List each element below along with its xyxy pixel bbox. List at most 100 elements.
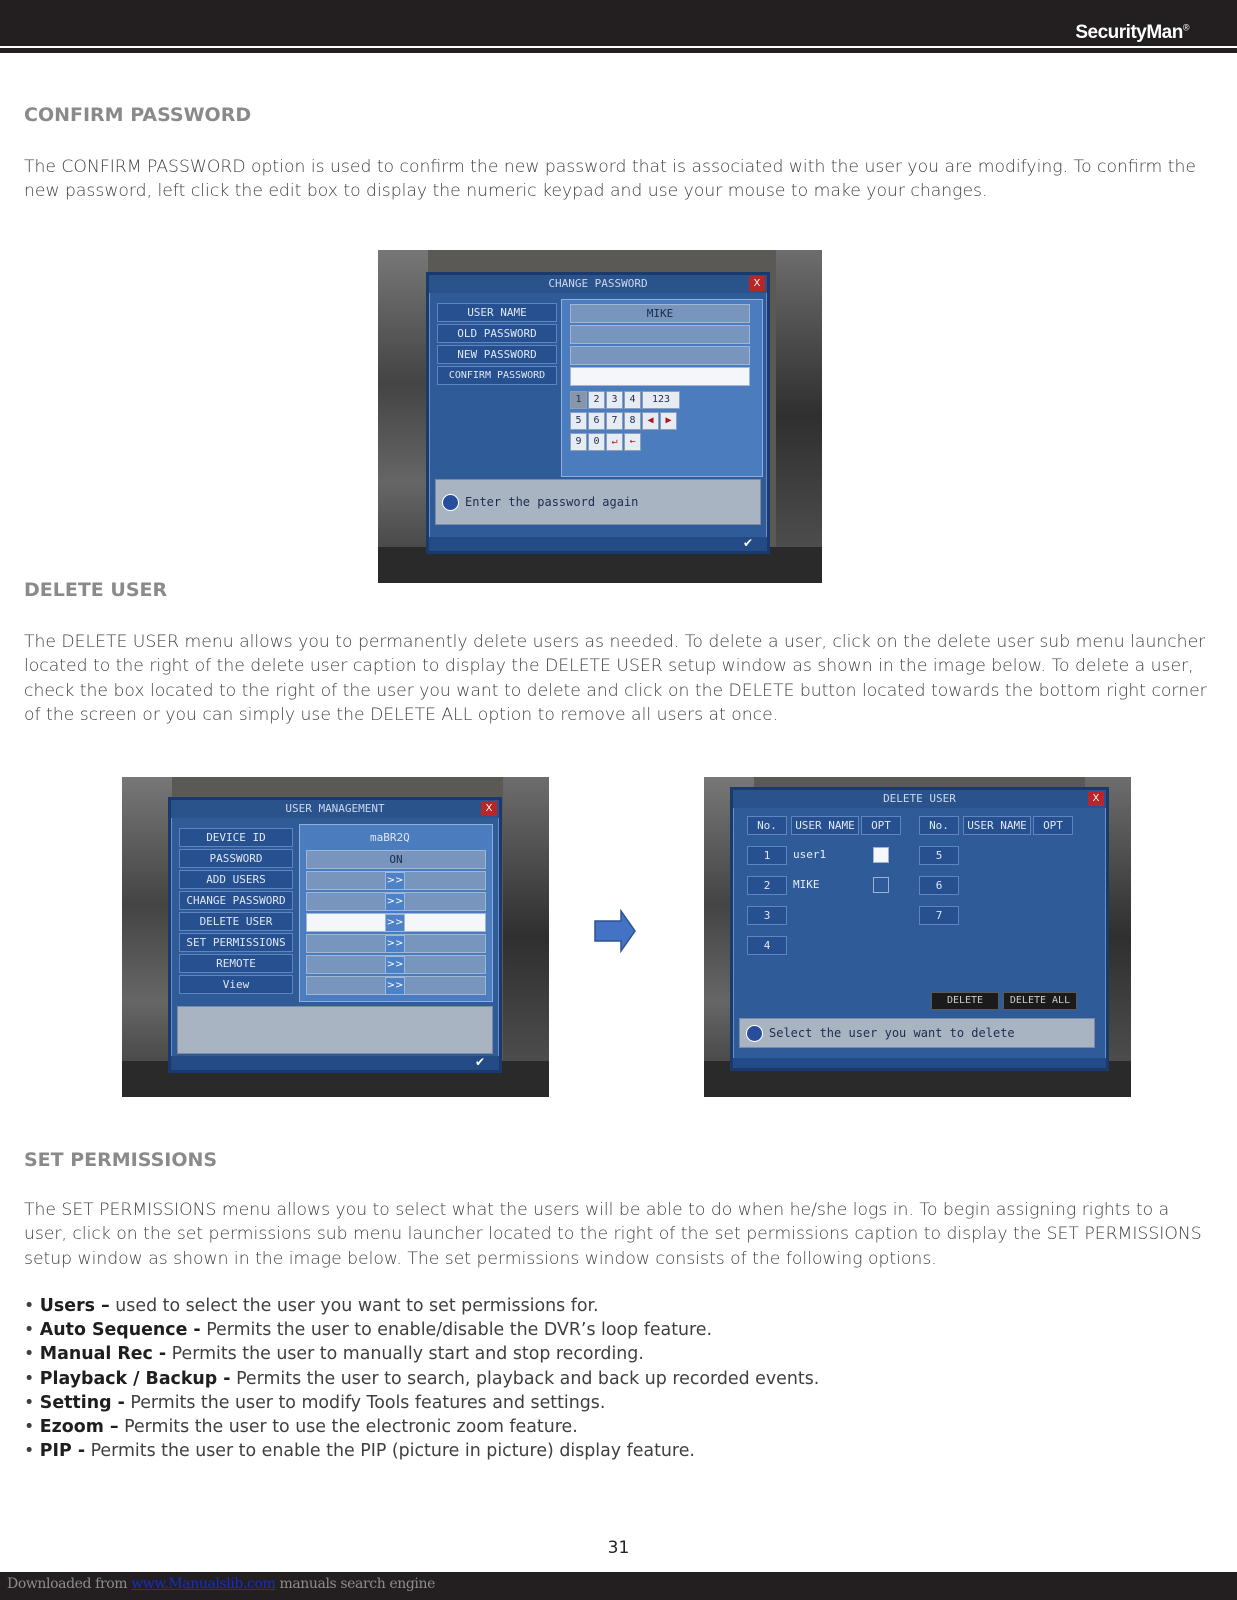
- permissions-list: • Users – used to select the user you wa…: [24, 1294, 819, 1463]
- column-header: No.: [747, 816, 787, 835]
- backspace-icon[interactable]: ←: [624, 433, 641, 451]
- change-password-row: >>: [306, 892, 486, 911]
- window-footer: [733, 1058, 1106, 1068]
- header-bar: SecurityMan®: [0, 0, 1237, 46]
- change-password-label: CHANGE PASSWORD: [179, 891, 293, 910]
- row-number: 2: [747, 876, 787, 895]
- new-password-field[interactable]: [570, 346, 750, 365]
- list-item: • Ezoom – Permits the user to use the el…: [24, 1417, 578, 1438]
- close-icon[interactable]: X: [749, 276, 765, 291]
- keypad-key[interactable]: 8: [624, 412, 641, 430]
- list-item: • Auto Sequence - Permits the user to en…: [24, 1320, 713, 1341]
- cursor-right-icon[interactable]: ▶: [660, 412, 677, 430]
- column-header: OPT: [1033, 816, 1073, 835]
- arrow-right-icon: [594, 909, 636, 953]
- add-users-row: >>: [306, 871, 486, 890]
- delete-all-button[interactable]: DELETE ALL: [1003, 992, 1077, 1010]
- window-title: USER MANAGEMENT: [171, 800, 499, 818]
- list-item: • Setting - Permits the user to modify T…: [24, 1392, 606, 1413]
- remote-row: >>: [306, 955, 486, 974]
- list-item: • PIP - Permits the user to enable the P…: [24, 1441, 695, 1462]
- delete-user-window: DELETE USER X No. USER NAME OPT No. USER…: [730, 787, 1109, 1071]
- confirm-password-field[interactable]: [570, 367, 750, 386]
- confirm-password-label: CONFIRM PASSWORD: [437, 366, 557, 385]
- confirm-check-icon[interactable]: ✔: [474, 1055, 485, 1069]
- keypad-key[interactable]: 5: [570, 412, 587, 430]
- user-management-screenshot: USER MANAGEMENT X DEVICE ID PASSWORD ADD…: [122, 777, 549, 1097]
- keypad-key[interactable]: 4: [624, 391, 641, 409]
- user-name-select[interactable]: MIKE: [570, 304, 750, 323]
- status-bar: Select the user you want to delete: [739, 1018, 1095, 1048]
- view-label: View: [179, 975, 293, 994]
- keypad-key[interactable]: 7: [606, 412, 623, 430]
- window-title: DELETE USER: [733, 790, 1106, 808]
- change-password-launcher[interactable]: >>: [385, 893, 405, 911]
- view-row: >>: [306, 976, 486, 995]
- brand-logo: SecurityMan®: [1075, 22, 1189, 43]
- change-password-window: CHANGE PASSWORD X USER NAME OLD PASSWORD…: [426, 272, 770, 554]
- add-users-launcher[interactable]: >>: [385, 872, 405, 890]
- status-bar: [177, 1006, 493, 1054]
- delete-user-label: DELETE USER: [179, 912, 293, 931]
- field-panel: MIKE 1 2 3 4 123 5 6 7 8 ◀ ▶ 9 0 ↵ ←: [561, 299, 763, 477]
- row-number: 5: [919, 846, 959, 865]
- keypad-key[interactable]: 3: [606, 391, 623, 409]
- footer-credit: Downloaded from www.Manualslib.com manua…: [7, 1576, 436, 1592]
- device-id-label: DEVICE ID: [179, 828, 293, 847]
- keypad-key[interactable]: 1: [570, 391, 587, 409]
- status-bar: Enter the password again: [435, 479, 761, 525]
- close-icon[interactable]: X: [481, 801, 497, 816]
- info-icon: [442, 494, 459, 511]
- old-password-field[interactable]: [570, 325, 750, 344]
- keypad-key[interactable]: 6: [588, 412, 605, 430]
- window-footer: ✔: [171, 1055, 499, 1070]
- section-body-confirm-password: The CONFIRM PASSWORD option is used to c…: [24, 157, 1196, 202]
- section-heading-set-permissions: SET PERMISSIONS: [24, 1149, 218, 1171]
- set-permissions-row: >>: [306, 934, 486, 953]
- user-name-cell: MIKE: [793, 878, 820, 891]
- remote-label: REMOTE: [179, 954, 293, 973]
- user-name-cell: user1: [793, 848, 827, 861]
- column-header: USER NAME: [791, 816, 859, 835]
- user-management-window: USER MANAGEMENT X DEVICE ID PASSWORD ADD…: [168, 797, 502, 1073]
- section-body-delete-user: The DELETE USER menu allows you to perma…: [24, 632, 1207, 725]
- new-password-label: NEW PASSWORD: [437, 345, 557, 364]
- confirm-check-icon[interactable]: ✔: [742, 536, 753, 550]
- delete-user-launcher[interactable]: >>: [385, 914, 405, 932]
- section-heading-confirm-password: CONFIRM PASSWORD: [24, 104, 252, 126]
- remote-launcher[interactable]: >>: [385, 956, 405, 974]
- row-number: 7: [919, 906, 959, 925]
- keypad-key[interactable]: 123: [642, 391, 680, 409]
- row-number: 1: [747, 846, 787, 865]
- password-select[interactable]: ON: [306, 850, 486, 869]
- row-number: 3: [747, 906, 787, 925]
- close-icon[interactable]: X: [1088, 791, 1104, 806]
- column-header: USER NAME: [963, 816, 1031, 835]
- info-icon: [746, 1025, 763, 1042]
- device-id-value: maBR2Q: [370, 831, 410, 844]
- user-name-label: USER NAME: [437, 303, 557, 322]
- keypad-key[interactable]: 9: [570, 433, 587, 451]
- delete-user-row: >>: [306, 913, 486, 932]
- enter-icon[interactable]: ↵: [606, 433, 623, 451]
- keypad-key[interactable]: 2: [588, 391, 605, 409]
- cursor-left-icon[interactable]: ◀: [642, 412, 659, 430]
- list-item: • Users – used to select the user you wa…: [24, 1296, 599, 1316]
- page-number: 31: [607, 1538, 630, 1558]
- change-password-screenshot: CHANGE PASSWORD X USER NAME OLD PASSWORD…: [378, 250, 822, 583]
- list-item: • Manual Rec - Permits the user to manua…: [24, 1344, 644, 1365]
- footer-bar: Downloaded from www.Manualslib.com manua…: [0, 1572, 1237, 1600]
- row-number: 4: [747, 936, 787, 955]
- keypad-key[interactable]: 0: [588, 433, 605, 451]
- set-permissions-launcher[interactable]: >>: [385, 935, 405, 953]
- delete-user-screenshot: DELETE USER X No. USER NAME OPT No. USER…: [704, 777, 1131, 1097]
- user-select-checkbox[interactable]: [873, 877, 889, 893]
- user-select-checkbox[interactable]: [873, 847, 889, 863]
- column-header: No.: [919, 816, 959, 835]
- view-launcher[interactable]: >>: [385, 977, 405, 995]
- delete-button[interactable]: DELETE: [931, 992, 999, 1010]
- manualslib-link[interactable]: www.Manualslib.com: [131, 1576, 276, 1592]
- window-title: CHANGE PASSWORD: [429, 275, 767, 293]
- field-panel: maBR2Q ON >> >> >> >> >> >>: [299, 824, 493, 1002]
- old-password-label: OLD PASSWORD: [437, 324, 557, 343]
